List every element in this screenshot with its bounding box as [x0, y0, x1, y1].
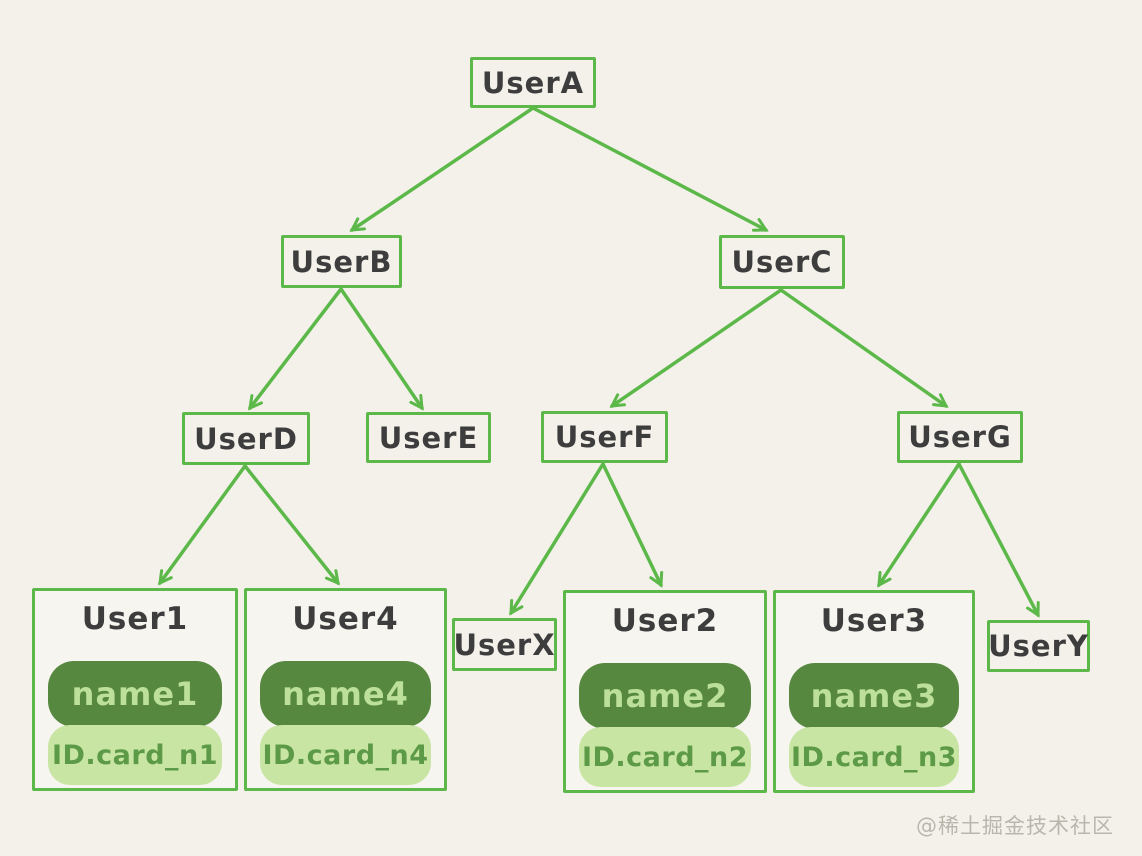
node-userf-label: UserF: [554, 420, 655, 454]
card-user4-name-pill: name4: [260, 661, 431, 727]
edge-userf-userx: [509, 462, 605, 616]
card-user4-idcard-pill: ID.card_n4: [260, 725, 431, 785]
node-userd: UserD: [182, 412, 310, 465]
edge-userc-userg: [779, 288, 949, 408]
card-user3: User3 name3 ID.card_n3: [773, 590, 975, 793]
card-user3-name: name3: [810, 677, 938, 715]
card-user1: User1 name1 ID.card_n1: [32, 588, 238, 791]
watermark-text: @稀土掘金技术社区: [916, 814, 1114, 838]
card-user2-title: User2: [611, 603, 719, 639]
node-userg: UserG: [897, 411, 1023, 463]
node-userx: UserX: [452, 618, 557, 671]
card-user1-idcard-pill: ID.card_n1: [48, 725, 222, 785]
edge-usera-userb: [349, 106, 535, 232]
card-user4: User4 name4 ID.card_n4: [244, 588, 447, 791]
card-user2-idcard-pill: ID.card_n2: [579, 727, 751, 787]
node-userb: UserB: [281, 235, 402, 288]
node-userd-label: UserD: [194, 421, 298, 456]
node-usera-label: UserA: [481, 65, 585, 100]
card-user3-idcard: ID.card_n3: [790, 741, 958, 773]
node-usery-label: UserY: [988, 629, 1089, 663]
node-usere-label: UserE: [378, 420, 479, 455]
card-user3-name-pill: name3: [789, 663, 959, 729]
card-user1-idcard: ID.card_n1: [51, 739, 219, 771]
card-user1-title: User1: [81, 601, 189, 637]
card-user3-idcard-pill: ID.card_n3: [789, 727, 959, 787]
edge-userb-usere: [339, 287, 424, 411]
card-user4-idcard: ID.card_n4: [262, 739, 429, 771]
card-user2: User2 name2 ID.card_n2: [563, 590, 767, 793]
edge-usera-userc: [531, 106, 769, 232]
edge-userc-userf: [609, 288, 783, 408]
node-usery: UserY: [987, 620, 1090, 672]
card-user2-name: name2: [601, 677, 729, 715]
card-user1-name: name1: [71, 675, 199, 713]
edge-userf-user2: [601, 462, 664, 588]
card-user2-idcard: ID.card_n2: [581, 741, 749, 773]
node-userc: UserC: [719, 235, 845, 289]
edge-userd-user4: [243, 464, 340, 586]
card-user2-name-pill: name2: [579, 663, 751, 729]
node-userg-label: UserG: [908, 420, 1012, 454]
edge-userb-userd: [248, 287, 343, 411]
node-userx-label: UserX: [453, 627, 556, 662]
node-usera: UserA: [470, 57, 596, 108]
edge-userg-usery: [957, 462, 1040, 618]
card-user4-title: User4: [292, 601, 399, 637]
node-userc-label: UserC: [731, 245, 833, 279]
node-usere: UserE: [366, 412, 491, 463]
card-user3-title: User3: [820, 603, 928, 639]
card-user4-name: name4: [282, 675, 409, 713]
card-user1-name-pill: name1: [48, 661, 222, 727]
edge-userd-user1: [158, 464, 247, 586]
edge-userg-user3: [877, 462, 961, 588]
node-userf: UserF: [541, 411, 668, 463]
node-userb-label: UserB: [290, 244, 393, 279]
